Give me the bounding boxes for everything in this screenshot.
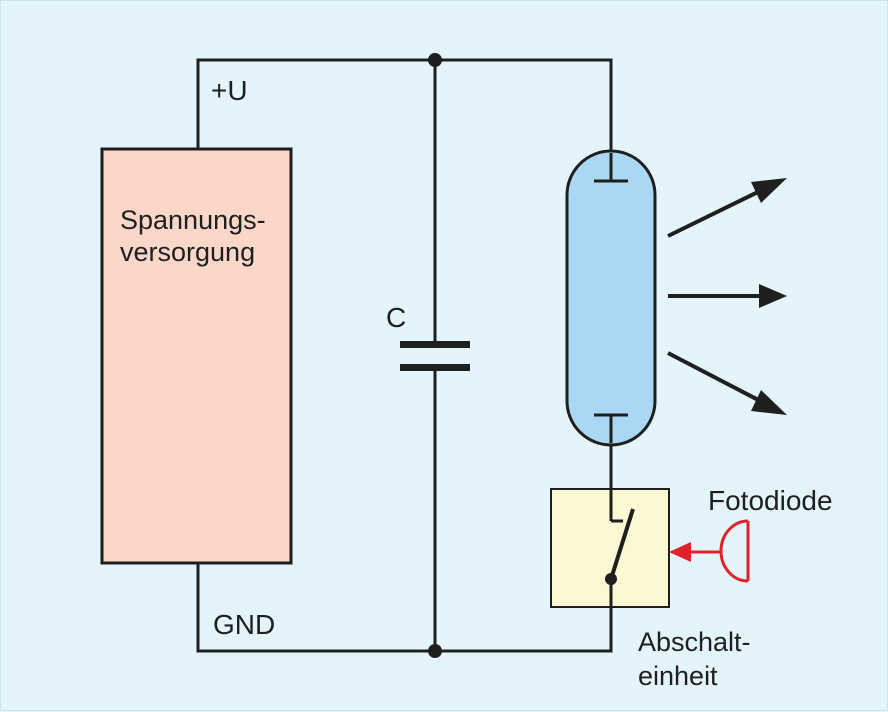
power-supply-label-line2: versorgung xyxy=(120,237,256,267)
shutoff-label-line2: einheit xyxy=(638,661,718,691)
wires xyxy=(196,58,613,653)
supply-gnd-label: GND xyxy=(213,609,276,640)
top-wire xyxy=(196,58,613,153)
bottom-wire xyxy=(196,563,613,653)
light-arrows-icon xyxy=(667,178,787,415)
junction-top xyxy=(428,53,442,67)
photodiode-label: Fotodiode xyxy=(708,485,833,516)
switch-pivot xyxy=(605,573,617,585)
shutoff-label-line1: Abschalt- xyxy=(638,627,751,657)
photodiode-icon xyxy=(669,519,750,583)
junction-bottom xyxy=(428,644,442,658)
capacitor-icon xyxy=(400,341,470,371)
capacitor-label: C xyxy=(386,302,407,333)
power-supply-label-line1: Spannungs- xyxy=(120,205,266,235)
flash-tube-icon xyxy=(565,149,657,447)
supply-plus-label: +U xyxy=(211,75,248,106)
power-supply-box xyxy=(100,147,293,565)
